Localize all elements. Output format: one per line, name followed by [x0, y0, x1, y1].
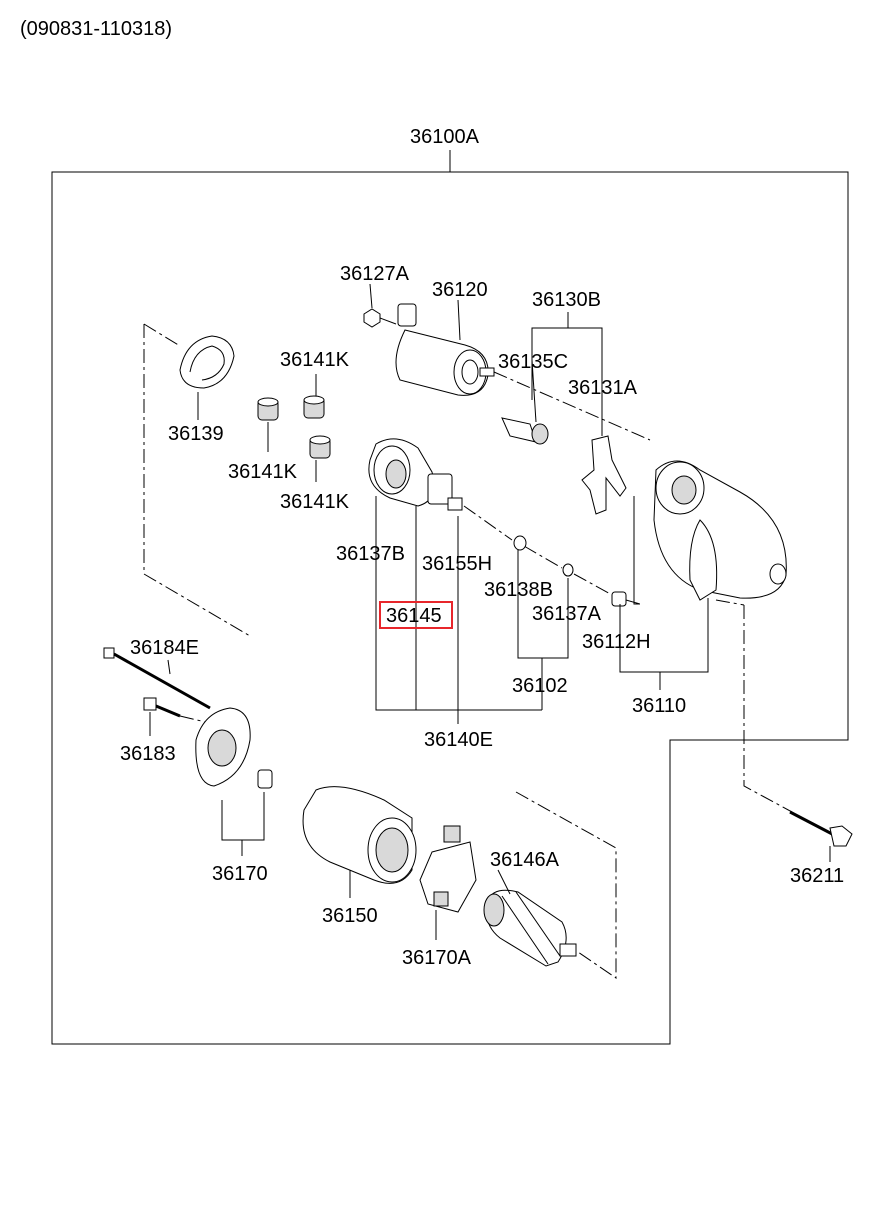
armature-36146A-icon[interactable] [483, 889, 577, 967]
gear-36141K-a-icon[interactable] [303, 395, 325, 419]
cover-36139-icon[interactable] [179, 335, 235, 389]
label-36137B[interactable]: 36137B [336, 543, 405, 565]
bolt-36211-icon[interactable] [789, 810, 853, 847]
housing-36110-icon[interactable] [653, 460, 787, 601]
label-36130B[interactable]: 36130B [532, 289, 601, 311]
label-36141K-b[interactable]: 36141K [228, 461, 298, 483]
ring-36137A-icon[interactable] [562, 563, 574, 577]
label-36102[interactable]: 36102 [512, 675, 568, 697]
nut-36127A-icon[interactable] [363, 308, 397, 328]
label-36139[interactable]: 36139 [168, 423, 224, 445]
label-36131A[interactable]: 36131A [568, 377, 638, 399]
plunger-36135C-icon[interactable] [501, 417, 549, 445]
label-36141K-a[interactable]: 36141K [280, 349, 350, 371]
highlight-box-36145 [379, 601, 453, 629]
assembly-boundary [51, 171, 849, 1045]
lever-36131A-icon[interactable] [581, 435, 627, 515]
label-36135C[interactable]: 36135C [498, 351, 568, 373]
label-36170A[interactable]: 36170A [402, 947, 472, 969]
label-36120[interactable]: 36120 [432, 279, 488, 301]
label-36110[interactable]: 36110 [632, 695, 686, 717]
label-36145[interactable]: 36145 [386, 605, 442, 627]
brush-holder-36170A-icon[interactable] [419, 825, 477, 913]
label-36150[interactable]: 36150 [322, 905, 378, 927]
bushing-36112H-icon[interactable] [611, 591, 627, 607]
date-code: (090831-110318) [20, 18, 172, 40]
label-36146A[interactable]: 36146A [490, 849, 560, 871]
clutch-36145-icon[interactable] [368, 438, 463, 511]
label-36211[interactable]: 36211 [790, 865, 844, 887]
ring-36138B-icon[interactable] [513, 535, 527, 551]
bolt-36184E-icon[interactable] [103, 647, 211, 710]
label-36155H[interactable]: 36155H [422, 553, 492, 575]
assembly-label: 36100A [410, 126, 480, 148]
end-frame-36170-icon[interactable] [195, 707, 273, 789]
yoke-36150-icon[interactable] [302, 786, 417, 884]
label-36184E[interactable]: 36184E [130, 637, 199, 659]
gear-36141K-c-icon[interactable] [309, 435, 331, 459]
label-36112H[interactable]: 36112H [582, 631, 651, 653]
solenoid-36120-icon[interactable] [395, 303, 495, 396]
gear-36141K-b-icon[interactable] [257, 397, 279, 421]
label-36140E[interactable]: 36140E [424, 729, 493, 751]
label-36170[interactable]: 36170 [212, 863, 268, 885]
label-36141K-c[interactable]: 36141K [280, 491, 350, 513]
screw-36183-icon[interactable] [143, 697, 181, 718]
label-36127A[interactable]: 36127A [340, 263, 410, 285]
label-36137A[interactable]: 36137A [532, 603, 602, 625]
label-36183[interactable]: 36183 [120, 743, 176, 765]
label-36138B[interactable]: 36138B [484, 579, 553, 601]
